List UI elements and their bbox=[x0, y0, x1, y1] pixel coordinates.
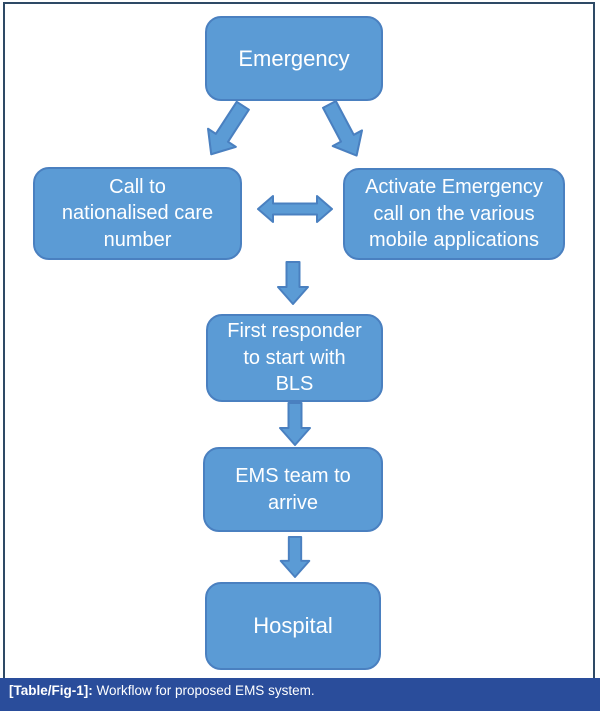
node-hospital: Hospital bbox=[205, 582, 381, 670]
arrow-emergency-to-activate-icon bbox=[321, 99, 364, 157]
node-call-nationalised-care-number: Call to nationalised care number bbox=[33, 167, 242, 260]
caption-text: Workflow for proposed EMS system. bbox=[92, 683, 315, 698]
figure-caption: [Table/Fig-1]: Workflow for proposed EMS… bbox=[0, 678, 600, 711]
node-ems-team-to-arrive: EMS team to arrive bbox=[203, 447, 383, 532]
node-activate-emergency-mobile-app: Activate Emergency call on the various m… bbox=[343, 168, 565, 260]
arrow-ems-to-hospital-icon bbox=[279, 536, 311, 578]
node-first-responder-bls: First responder to start with BLS bbox=[206, 314, 383, 402]
arrow-double-call-activate-icon bbox=[257, 195, 333, 223]
arrow-emergency-to-call-icon bbox=[207, 100, 250, 156]
node-emergency: Emergency bbox=[205, 16, 383, 101]
arrow-first-responder-to-ems-icon bbox=[279, 402, 311, 446]
arrow-to-first-responder-icon bbox=[277, 261, 309, 305]
caption-label: [Table/Fig-1]: bbox=[9, 683, 93, 698]
